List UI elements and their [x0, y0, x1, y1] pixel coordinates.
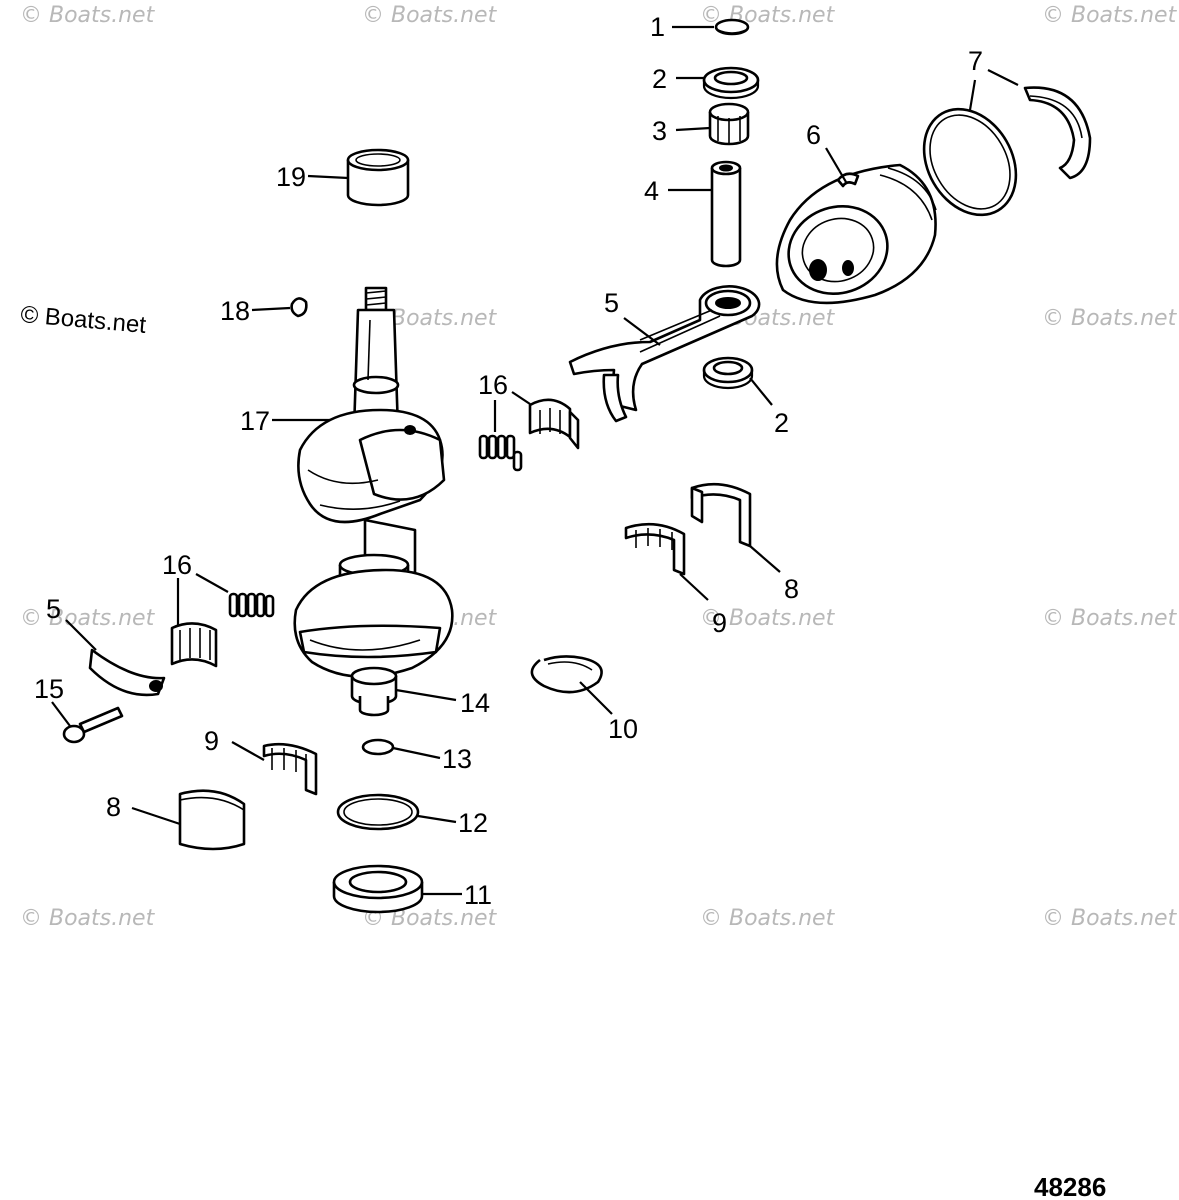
- part-17-crankshaft: [293, 286, 454, 717]
- callout-7: 7: [968, 46, 983, 76]
- part-16-bearing-cage-upper: [528, 398, 580, 450]
- callout-5: 5: [604, 288, 619, 318]
- callout-13: 13: [442, 744, 472, 774]
- leader-lines: [51, 25, 1019, 896]
- callout-16: 16: [478, 370, 508, 400]
- callout-17: 17: [240, 406, 270, 436]
- watermark: © Boats.net: [700, 906, 836, 931]
- callout-6: 6: [806, 120, 821, 150]
- callout-8: 8: [106, 792, 121, 822]
- callout-19: 19: [276, 162, 306, 192]
- callout-2: 2: [652, 64, 667, 94]
- part-7-piston-rings: [922, 86, 1092, 217]
- watermark: © Boats.net: [20, 906, 156, 931]
- part-3-needle-bearing: [708, 102, 750, 146]
- part-5-connecting-rod: [568, 285, 761, 423]
- callout-9: 9: [712, 608, 727, 638]
- callout-11: 11: [464, 880, 492, 910]
- callout-5: 5: [46, 594, 61, 624]
- part-8-bearing-half-left: [178, 789, 246, 851]
- part-11-oil-seal: [332, 864, 424, 914]
- callout-16: 16: [162, 550, 192, 580]
- figure-number: 48286: [1034, 1172, 1106, 1200]
- callout-10: 10: [608, 714, 638, 744]
- part-16-needle-rollers-left: [228, 592, 275, 618]
- callout-9: 9: [204, 726, 219, 756]
- part-1-retaining-ring: [714, 18, 750, 36]
- callout-2: 2: [774, 408, 789, 438]
- part-9-bearing-half-left: [262, 742, 318, 796]
- watermark: © Boats.net: [362, 3, 498, 28]
- main-watermark: © Boats.net: [19, 301, 147, 339]
- callout-18: 18: [220, 296, 250, 326]
- callout-labels: 1 2 3 4 5 2 6 7 19 18 17 16 16 5 15 14 1…: [34, 12, 983, 910]
- part-18-woodruff-key: [290, 297, 308, 318]
- watermark: © Boats.net: [1042, 306, 1178, 331]
- part-10-snap-ring: [530, 655, 603, 694]
- watermark: © Boats.net: [20, 3, 156, 28]
- watermark: © Boats.net: [700, 606, 836, 631]
- part-6-piston: [775, 163, 937, 305]
- part-2-thrust-washer-top: [702, 66, 760, 100]
- part-2-thrust-washer-bottom: [702, 356, 754, 390]
- part-5-rod-cap: [88, 648, 166, 697]
- callout-12: 12: [458, 808, 488, 838]
- callout-15: 15: [34, 674, 64, 704]
- callout-8: 8: [784, 574, 799, 604]
- watermark: © Boats.net: [1042, 3, 1178, 28]
- callout-4: 4: [644, 176, 659, 206]
- watermark: © Boats.net: [1042, 606, 1178, 631]
- part-15-cap-screw: [62, 706, 124, 744]
- part-12-o-ring: [336, 793, 420, 831]
- part-19-bearing-sleeve: [346, 148, 410, 207]
- part-4-piston-pin: [710, 160, 742, 268]
- callout-3: 3: [652, 116, 667, 146]
- watermark: © Boats.net: [20, 606, 156, 631]
- callout-1: 1: [650, 12, 665, 42]
- part-8-bearing-half-right: [690, 482, 752, 548]
- callout-14: 14: [460, 688, 490, 718]
- part-13-o-ring: [361, 738, 395, 756]
- watermark: © Boats.net: [1042, 906, 1178, 931]
- part-16-needle-rollers-upper: [478, 434, 523, 472]
- part-9-bearing-half-right: [624, 522, 686, 576]
- part-16-bearing-cage-left: [170, 622, 218, 668]
